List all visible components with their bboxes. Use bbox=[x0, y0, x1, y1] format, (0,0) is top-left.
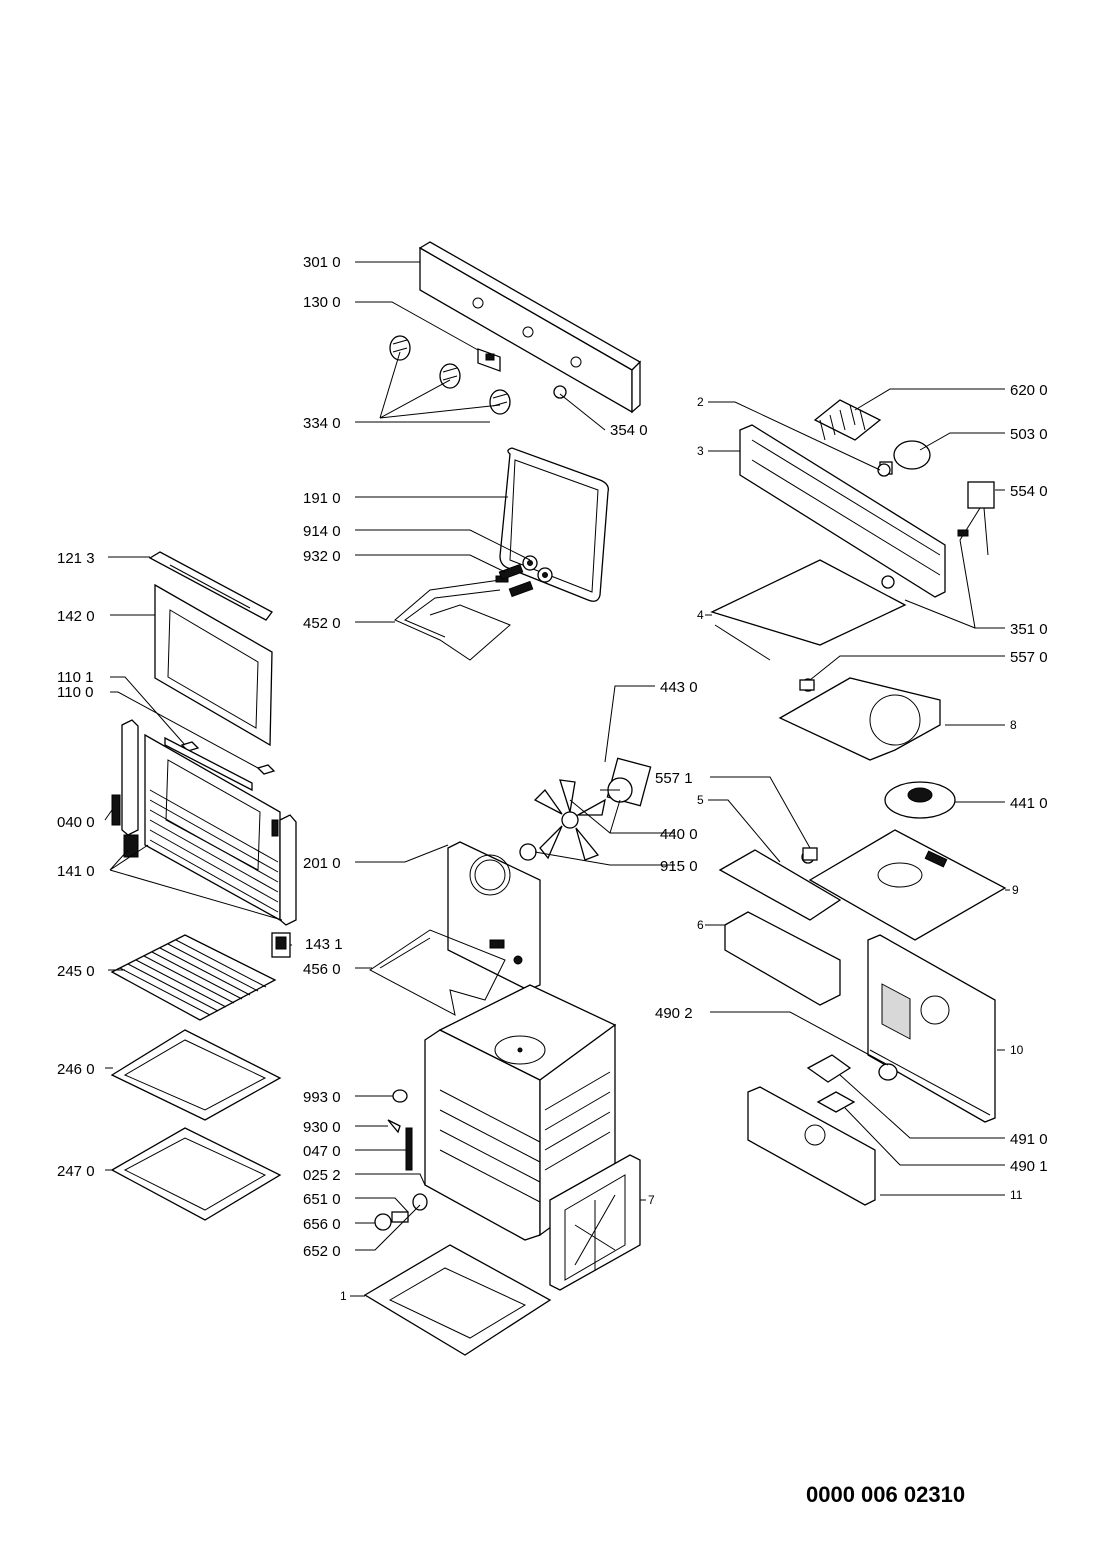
label-141-0: 141 0 bbox=[57, 863, 95, 880]
label-245-0: 245 0 bbox=[57, 963, 95, 980]
label-11: 11 bbox=[1010, 1188, 1023, 1202]
grill-heating-element bbox=[394, 575, 511, 661]
door-glass-inner bbox=[154, 583, 273, 747]
label-4: 4 bbox=[697, 608, 704, 622]
relay-490-1 bbox=[816, 1091, 856, 1113]
label-354-0: 354 0 bbox=[610, 422, 648, 439]
control-bracket-3 bbox=[739, 424, 946, 598]
label-456-0: 456 0 bbox=[303, 961, 341, 978]
label-191-0: 191 0 bbox=[303, 490, 341, 507]
label-110-0: 110 0 bbox=[57, 684, 93, 701]
part-labels: 301 0 130 0 334 0 354 0 191 0 914 0 932 … bbox=[57, 254, 1048, 1303]
label-490-1: 490 1 bbox=[1010, 1158, 1048, 1175]
label-554-0: 554 0 bbox=[1010, 483, 1048, 500]
label-930-0: 930 0 bbox=[303, 1119, 341, 1136]
label-130-0: 130 0 bbox=[303, 294, 341, 311]
label-652-0: 652 0 bbox=[303, 1243, 341, 1260]
duct-6 bbox=[724, 911, 841, 1006]
label-246-0: 246 0 bbox=[57, 1061, 95, 1078]
label-247-0: 247 0 bbox=[57, 1163, 95, 1180]
label-557-0: 557 0 bbox=[1010, 649, 1048, 666]
side-panel bbox=[549, 1154, 641, 1291]
channel-5 bbox=[718, 849, 842, 921]
baking-tray bbox=[110, 1029, 282, 1121]
label-914-0: 914 0 bbox=[303, 523, 341, 540]
label-993-0: 993 0 bbox=[303, 1089, 341, 1106]
label-7: 7 bbox=[648, 1193, 655, 1207]
lamp-button bbox=[553, 385, 567, 399]
wire-rack bbox=[110, 934, 277, 1021]
label-040-0: 040 0 bbox=[57, 814, 95, 831]
label-2: 2 bbox=[697, 395, 704, 409]
label-620-0: 620 0 bbox=[1010, 382, 1048, 399]
label-443-0: 443 0 bbox=[660, 679, 698, 696]
label-334-0: 334 0 bbox=[303, 415, 341, 432]
door-hinge-143-1 bbox=[271, 932, 291, 958]
label-452-0: 452 0 bbox=[303, 615, 341, 632]
label-8: 8 bbox=[1010, 718, 1017, 732]
label-142-0: 142 0 bbox=[57, 608, 95, 625]
fan-motor-441 bbox=[884, 781, 956, 819]
deep-tray bbox=[110, 1127, 282, 1221]
leader-lines bbox=[104, 261, 1010, 1297]
terminal-block-620 bbox=[813, 399, 882, 441]
label-440-0: 440 0 bbox=[660, 826, 698, 843]
label-503-0: 503 0 bbox=[1010, 426, 1048, 443]
bottom-heating-element bbox=[369, 929, 506, 1016]
control-panel bbox=[418, 241, 642, 414]
top-panel-9 bbox=[801, 829, 1007, 941]
label-121-3: 121 3 bbox=[57, 550, 95, 567]
label-9: 9 bbox=[1012, 883, 1019, 897]
door-seal bbox=[499, 447, 609, 602]
label-651-0: 651 0 bbox=[303, 1191, 341, 1208]
label-915-0: 915 0 bbox=[660, 858, 698, 875]
label-201-0: 201 0 bbox=[303, 855, 341, 872]
fan-blade bbox=[533, 779, 606, 861]
label-143-1: 143 1 bbox=[305, 936, 343, 953]
label-047-0: 047 0 bbox=[303, 1143, 341, 1160]
label-656-0: 656 0 bbox=[303, 1216, 341, 1233]
label-932-0: 932 0 bbox=[303, 548, 341, 565]
knob-490-2 bbox=[878, 1063, 898, 1081]
door-hinge-clips bbox=[164, 736, 276, 792]
small-hardware bbox=[374, 1089, 428, 1231]
element-terminals bbox=[498, 555, 553, 598]
rear-panel-10 bbox=[867, 934, 996, 1123]
control-knobs bbox=[389, 335, 511, 415]
label-10: 10 bbox=[1010, 1043, 1024, 1057]
label-3: 3 bbox=[697, 444, 704, 458]
label-1: 1 bbox=[340, 1289, 347, 1303]
back-cover-11 bbox=[747, 1086, 876, 1206]
label-6: 6 bbox=[697, 918, 704, 932]
rear-fan-cover bbox=[447, 841, 541, 991]
switch-part bbox=[477, 348, 501, 372]
small-right-parts bbox=[799, 463, 969, 861]
label-490-2: 490 2 bbox=[655, 1005, 693, 1022]
label-351-0: 351 0 bbox=[1010, 621, 1048, 638]
label-441-0: 441 0 bbox=[1010, 795, 1048, 812]
cover-plate-4 bbox=[710, 559, 907, 661]
fan-nut bbox=[519, 843, 537, 861]
door-top-profile bbox=[148, 551, 273, 621]
label-491-0: 491 0 bbox=[1010, 1131, 1048, 1148]
label-301-0: 301 0 bbox=[303, 254, 341, 271]
label-025-2: 025 2 bbox=[303, 1167, 341, 1184]
fan-motor bbox=[600, 757, 652, 807]
document-number: 0000 006 02310 bbox=[806, 1482, 965, 1507]
label-110-1: 110 1 bbox=[57, 669, 93, 686]
relay-491-0 bbox=[806, 1054, 852, 1083]
label-5: 5 bbox=[697, 793, 704, 807]
thermostat-554 bbox=[959, 481, 995, 556]
label-557-1: 557 1 bbox=[655, 770, 693, 787]
door-side-profiles bbox=[111, 719, 297, 926]
base-plate bbox=[363, 1244, 552, 1356]
